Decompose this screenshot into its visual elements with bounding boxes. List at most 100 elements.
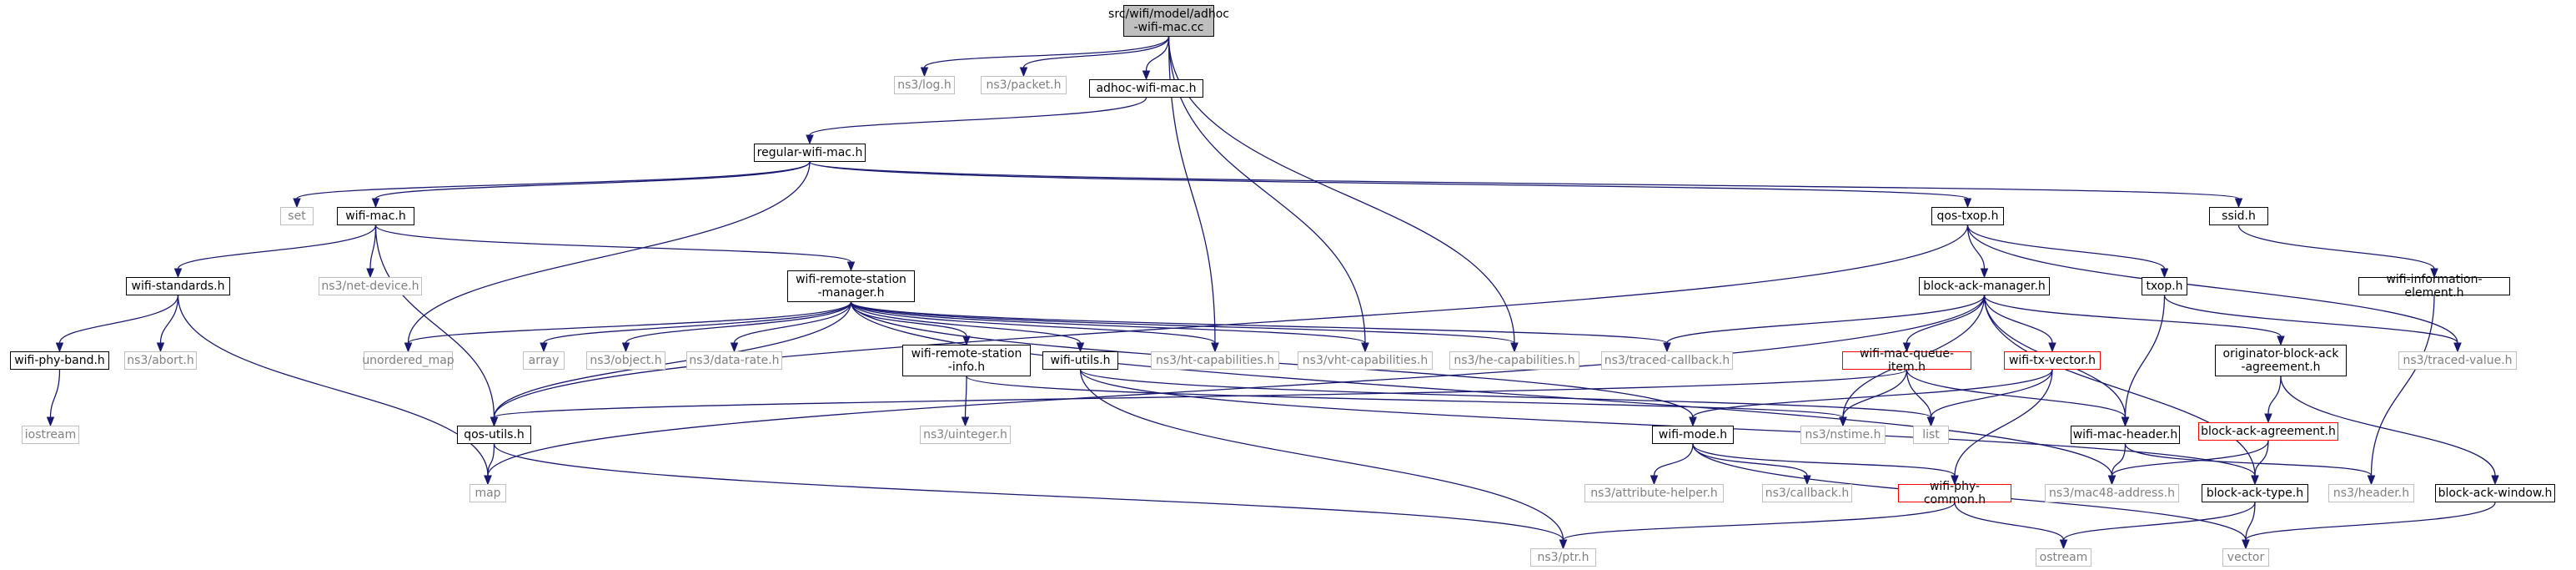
edge-wifi-standards-h-to-ns3-abort-h [159,295,179,344]
node-block-ack-type-h[interactable]: block-ack-type.h [2202,484,2308,502]
edge-wifi-remote-station-manager-h-to-wifi-utils-h-arrowhead [1076,342,1085,353]
node-block-ack-manager-h[interactable]: block-ack-manager.h [1919,277,2050,295]
node-ns3-callback-h: ns3/callback.h [1762,484,1852,502]
edge-wifi-remote-station-manager-h-to-wifi-remote-station-info-h-arrowhead [962,335,971,346]
node-wifi-phy-band-h[interactable]: wifi-phy-band.h [10,351,109,370]
edge-wifi-standards-h-to-wifi-phy-band-h-arrowhead [55,342,64,353]
node-wifi-mac-header-h[interactable]: wifi-mac-header.h [2071,426,2180,444]
edge-wifi-utils-h-to-ns3-ptr-h [1079,369,1564,541]
edge-regular-wifi-mac-h-to-ssid-h-arrowhead [2234,198,2243,209]
edge-wifi-remote-station-manager-h-to-ns3-vht-capabilities-h [850,301,1366,344]
edge-wifi-remote-station-manager-h-to-ns3-vht-capabilities-h-arrowhead [1361,342,1369,353]
node-originator-block-ack-agreement-h[interactable]: originator-block-ack -agreement.h [2215,345,2347,376]
edge-qos-txop-h-to-txop-h [1966,224,2166,270]
edge-block-ack-manager-h-to-wifi-mac-queue-item-h-arrowhead [1902,342,1911,353]
edge-wifi-remote-station-manager-h-to-ns3-data-rate-h [733,301,852,344]
node-ns3-mac48-address-h: ns3/mac48-address.h [2045,484,2179,502]
edge-wifi-mac-header-h-to-ns3-mac48-address-h [2111,443,2127,477]
edge-block-ack-type-h-to-ostream-arrowhead [2059,539,2068,550]
edge-wifi-phy-common-h-to-ostream [1954,502,2065,541]
edge-block-ack-type-h-to-ostream [2062,502,2256,541]
node-wifi-remote-station-info-h[interactable]: wifi-remote-station -info.h [902,345,1031,376]
node-wifi-remote-station-manager-h[interactable]: wifi-remote-station -manager.h [787,270,915,302]
node-adhoc-wifi-mac-h[interactable]: adhoc-wifi-mac.h [1089,79,1203,98]
edge-qos-txop-h-to-ns3-traced-value-h [1966,224,2458,344]
edge-block-ack-manager-h-to-ns3-traced-callback-h [1666,295,1986,344]
edge-wifi-mac-h-to-qos-utils-h [374,224,495,418]
edge-wifi-remote-station-manager-h-to-ns3-object-h [625,301,852,344]
node-ostream: ostream [2036,548,2091,567]
node-block-ack-window-h[interactable]: block-ack-window.h [2435,484,2555,502]
edge-qos-txop-h-to-block-ack-manager-h-arrowhead [1980,268,1989,279]
node-wifi-mac-queue-item-h[interactable]: wifi-mac-queue-item.h [1842,347,1971,374]
node-ns3-traced-value-h: ns3/traced-value.h [2398,351,2517,370]
edge-regular-wifi-mac-h-to-wifi-mac-h [374,161,811,199]
edge-block-ack-agreement-h-to-block-ack-type-h-arrowhead [2251,475,2259,486]
edge-adhoc-wifi-mac-h-to-regular-wifi-mac-h [809,97,1147,136]
edge-wifi-mode-h-to-ns3-callback-h-arrowhead [1803,475,1811,486]
node-qos-utils-h[interactable]: qos-utils.h [457,426,531,444]
edge-block-ack-window-h-to-vector-arrowhead [2242,539,2250,550]
edge-wifi-tx-vector-h-to-list [1930,369,2053,418]
node-wifi-mac-h[interactable]: wifi-mac.h [337,207,414,225]
edge-wifi-mac-queue-item-h-to-wifi-mac-header-h [1906,369,2127,418]
edge-wifi-mac-queue-item-h-to-qos-utils-h [493,369,1908,418]
edge-regular-wifi-mac-h-to-wifi-mac-h-arrowhead [371,198,380,209]
edge-wifi-mac-h-to-wifi-standards-h-arrowhead [173,268,183,279]
edge-wifi-tx-vector-h-to-list-arrowhead [1926,416,1936,427]
edge-txop-h-to-ns3-traced-value-h-arrowhead [2453,342,2462,353]
edge-wifi-standards-h-to-map [177,295,489,477]
edge-wifi-standards-h-to-ns3-abort-h-arrowhead [156,342,165,353]
node-ns3-ht-capabilities-h: ns3/ht-capabilities.h [1151,351,1279,370]
edge-originator-block-ack-agreement-h-to-block-ack-agreement-h-arrowhead [2264,413,2272,424]
edge-wifi-tx-vector-h-to-wifi-mode-h-arrowhead [1689,416,1697,427]
edge-adhoc-wifi-mac-cc-to-ns3-log-h-arrowhead [920,67,929,78]
node-txop-h[interactable]: txop.h [2142,277,2187,295]
edge-wifi-information-element-h-to-ns3-header-h [2370,295,2435,477]
node-wifi-standards-h[interactable]: wifi-standards.h [126,277,230,295]
edge-adhoc-wifi-mac-cc-to-ns3-packet-h [1022,36,1170,68]
edge-wifi-remote-station-manager-h-to-ns3-object-h-arrowhead [621,342,630,353]
edge-ssid-h-to-wifi-information-element-h-arrowhead [2430,268,2438,279]
edge-block-ack-manager-h-to-originator-block-ack-agreement-h [1983,295,2282,337]
node-set: set [280,207,314,225]
node-vector: vector [2222,548,2269,567]
edge-wifi-mac-queue-item-h-to-ns3-nstime-h-arrowhead [1839,416,1847,427]
node-array: array [523,351,565,370]
edge-originator-block-ack-agreement-h-to-block-ack-window-h-arrowhead [2491,475,2499,486]
edge-block-ack-agreement-h-to-ns3-mac48-address-h-arrowhead [2107,475,2117,486]
node-wifi-utils-h[interactable]: wifi-utils.h [1042,351,1118,370]
edge-qos-txop-h-to-txop-h-arrowhead [2160,268,2169,279]
edge-wifi-mac-h-to-wifi-remote-station-manager-h-arrowhead [846,261,856,272]
edge-regular-wifi-mac-h-to-qos-txop-h [809,161,1969,199]
edge-block-ack-agreement-h-to-block-ack-type-h [2254,440,2269,477]
node-ns3-nstime-h: ns3/nstime.h [1800,426,1886,444]
edge-wifi-remote-station-manager-h-to-ns3-ht-capabilities-h [850,301,1216,344]
node-wifi-mode-h[interactable]: wifi-mode.h [1652,426,1734,444]
edge-wifi-remote-station-manager-h-to-ns3-traced-callback-h [850,301,1668,344]
edge-block-ack-window-h-to-vector [2245,502,2496,541]
edge-txop-h-to-ns3-traced-value-h [2163,295,2458,344]
edge-wifi-remote-station-manager-h-to-unordered-map-arrowhead [404,342,413,353]
edge-regular-wifi-mac-h-to-qos-txop-h-arrowhead [1963,198,1972,209]
node-ssid-h[interactable]: ssid.h [2209,207,2268,225]
node-ns3-log-h: ns3/log.h [894,76,955,94]
edge-wifi-mode-h-to-ns3-attribute-helper-h-arrowhead [1650,475,1659,486]
node-wifi-information-element-h[interactable]: wifi-information-element.h [2358,273,2510,300]
node-qos-txop-h[interactable]: qos-txop.h [1931,207,2004,225]
edge-regular-wifi-mac-h-to-ssid-h [809,161,2240,199]
edge-wifi-mac-header-h-to-ns3-header-h-arrowhead [2367,475,2376,486]
node-ns3-net-device-h: ns3/net-device.h [319,277,422,295]
node-wifi-phy-common-h[interactable]: wifi-phy-common.h [1898,480,2011,507]
node-regular-wifi-mac-h[interactable]: regular-wifi-mac.h [754,144,866,162]
edge-wifi-remote-station-manager-h-to-ns3-data-rate-h-arrowhead [730,342,739,353]
edge-originator-block-ack-agreement-h-to-block-ack-window-h [2280,376,2496,477]
node-block-ack-agreement-h[interactable]: block-ack-agreement.h [2198,422,2338,441]
edge-regular-wifi-mac-h-to-set [296,161,811,199]
edge-wifi-tx-vector-h-to-wifi-mode-h [1692,369,2053,418]
node-wifi-tx-vector-h[interactable]: wifi-tx-vector.h [2004,351,2101,370]
node-adhoc-wifi-mac-cc[interactable]: src/wifi/model/adhoc -wifi-mac.cc [1108,5,1229,37]
edge-wifi-phy-common-h-to-ns3-ptr-h-arrowhead [1559,539,1568,550]
edge-qos-txop-h-to-qos-utils-h [493,224,1969,418]
